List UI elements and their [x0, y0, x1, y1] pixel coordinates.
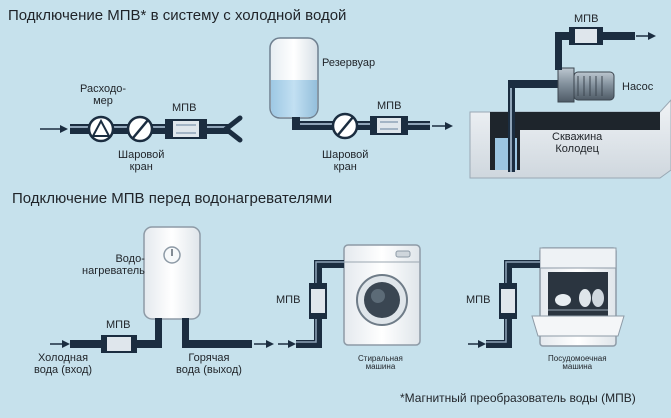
pump-icon — [557, 67, 575, 103]
mpv-device-icon — [370, 116, 408, 135]
dishwasher-mpv-label: МПВ — [466, 294, 491, 306]
hot-water-out-label: Горячая вода (выход) — [176, 352, 242, 376]
water-heater-system — [50, 226, 274, 353]
ball-valve-label-2: Шаровой кран — [322, 149, 369, 173]
mpv-device-icon — [309, 283, 327, 319]
mpv-label: МПВ — [172, 102, 197, 114]
washer-mpv-label: МПВ — [276, 294, 301, 306]
heater-mpv-label: МПВ — [106, 319, 131, 331]
mpv-device-icon — [101, 335, 137, 353]
inlet-arrow-head — [62, 340, 70, 348]
plate-icon — [579, 289, 591, 307]
cold-water-in-label: Холодная вода (вход) — [34, 352, 93, 376]
water-heater-label: Водо- нагреватель — [82, 253, 145, 277]
inlet-arrow-head — [478, 340, 486, 348]
outlet-arrow-head — [445, 122, 453, 130]
inlet-arrow-head — [60, 125, 68, 133]
reservoir-line — [269, 37, 453, 140]
reservoir-water — [271, 80, 317, 117]
pump-label: Насос — [622, 81, 654, 93]
mpv-label-3: МПВ — [574, 13, 599, 25]
footnote: *Магнитный преобразователь воды (МПВ) — [400, 391, 636, 405]
section2-title: Подключение МПВ перед водонагревателями — [12, 190, 333, 207]
mpv-device-icon — [569, 27, 603, 45]
outlet-arrow-head — [648, 32, 656, 40]
mpv-device-icon — [499, 283, 517, 319]
dishwasher-system — [468, 247, 625, 348]
pipe-segment — [292, 121, 430, 130]
dishwasher-door — [531, 315, 625, 337]
ball-valve-label: Шаровой кран — [118, 149, 165, 173]
hot-outlet-pipe — [182, 340, 252, 348]
water-heater-icon — [143, 226, 201, 320]
washing-machine-system — [278, 244, 421, 348]
well-label: Скважина Колодец — [552, 131, 603, 155]
washing-machine-label: Стиральная машина — [358, 354, 403, 372]
flowmeter-label: Расходо- мер — [80, 83, 127, 107]
teapot-icon — [555, 294, 571, 306]
mpv-device-icon — [165, 119, 207, 139]
outlet-arrow-head — [266, 340, 274, 348]
pipe-fork-icon — [223, 115, 243, 143]
dishwasher-label: Посудомоечная машина — [548, 354, 607, 372]
inlet-arrow-head — [288, 340, 296, 348]
pump-well-system — [469, 27, 671, 179]
cold-water-line-1 — [40, 115, 243, 143]
reservoir-label: Резервуар — [322, 57, 376, 69]
section1-title: Подключение МПВ* в систему с холодной во… — [8, 7, 347, 24]
mpv-label-2: МПВ — [377, 100, 402, 112]
